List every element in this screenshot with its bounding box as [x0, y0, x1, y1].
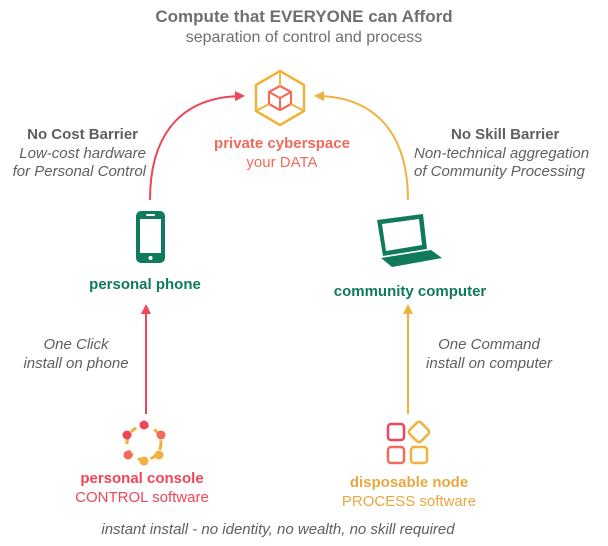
left-install-line2: install on phone — [23, 355, 129, 372]
console-title: personal console — [80, 470, 204, 487]
left-barrier-line2: for Personal Control — [12, 163, 146, 180]
cube-hexagon-icon — [254, 69, 306, 127]
left-install-line1: One Click — [43, 336, 109, 353]
disposable-subtitle: PROCESS software — [341, 493, 477, 510]
disposable-title: disposable node — [349, 474, 469, 491]
cyberspace-title: private cyberspace — [214, 135, 350, 152]
people-circle-icon — [122, 420, 166, 466]
phone-label: personal phone — [89, 276, 201, 293]
laptop-icon — [377, 214, 442, 267]
right-barrier-line1: Non-technical aggregation — [414, 145, 590, 162]
smartphone-icon — [136, 211, 165, 263]
diagram-subtitle: separation of control and process — [185, 29, 423, 46]
console-subtitle: CONTROL software — [75, 489, 209, 506]
right-install-line1: One Command — [438, 336, 540, 353]
app-grid-icon — [386, 420, 431, 465]
diagram-title: Compute that EVERYONE can Afford — [155, 7, 453, 26]
arrow-phone-to-cyberspace — [149, 91, 245, 201]
right-barrier-line2: of Community Processing — [414, 163, 585, 180]
right-barrier-title: No Skill Barrier — [451, 126, 560, 143]
arrow-computer-to-cyberspace — [314, 91, 409, 201]
footer-note: instant install - no identity, no wealth… — [101, 521, 455, 538]
left-barrier-title: No Cost Barrier — [27, 126, 138, 143]
cyberspace-subtitle: your DATA — [246, 154, 318, 171]
right-install-line2: install on computer — [426, 355, 552, 372]
computer-label: community computer — [333, 283, 487, 300]
left-barrier-line1: Low-cost hardware — [19, 145, 146, 162]
